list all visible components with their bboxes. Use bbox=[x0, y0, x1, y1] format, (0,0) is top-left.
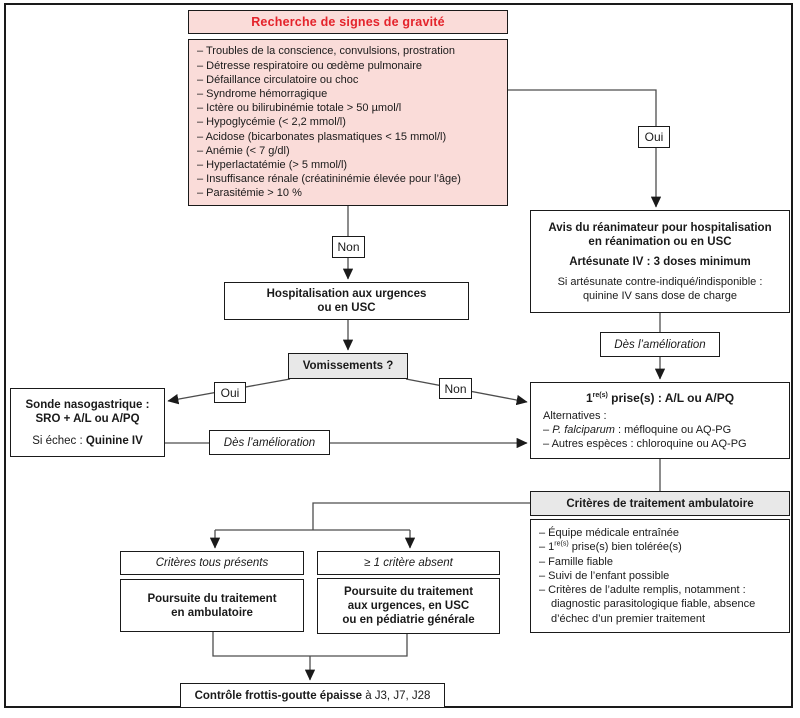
smear-control-box: Contrôle frottis-goutte épaisse à J3, J7… bbox=[180, 683, 445, 708]
sign-item: – Hypoglycémie (< 2,2 mmol/l) bbox=[197, 116, 346, 129]
reanimation-line2: en réanimation ou en USC bbox=[588, 235, 732, 248]
label-oui-vomiting: Oui bbox=[214, 382, 246, 403]
label-oui-severity: Oui bbox=[638, 126, 670, 148]
criteria-item: – Équipe médicale entraînée bbox=[539, 526, 680, 539]
sign-item: – Acidose (bicarbonates plasmatiques < 1… bbox=[197, 130, 447, 143]
label-non-severity: Non bbox=[332, 236, 365, 258]
alternatives-label: Alternatives : bbox=[543, 409, 607, 422]
sign-item: – Anémie (< 7 g/dl) bbox=[197, 144, 290, 157]
improvement-label-right: Dès l’amélioration bbox=[600, 332, 720, 357]
vomiting-question-box: Vomissements ? bbox=[288, 353, 408, 379]
criteria-item: – Suivi de l’enfant possible bbox=[539, 569, 670, 582]
criteria-item: – 1re(s) prise(s) bien tolérée(s) bbox=[539, 540, 682, 554]
criteria-item-continuation: diagnostic parasitologique fiable, absen… bbox=[551, 598, 756, 611]
outpatient-criteria-list: – Équipe médicale entraînée – 1re(s) pri… bbox=[530, 519, 790, 633]
improvement-label-left: Dès l’amélioration bbox=[209, 430, 330, 455]
reanimation-line3: Artésunate IV : 3 doses minimum bbox=[569, 255, 751, 268]
reanimation-line4: Si artésunate contre-indiqué/indisponibl… bbox=[557, 275, 763, 288]
sonde-failure-line: Si échec : Quinine IV bbox=[32, 434, 143, 447]
reanimation-box: Avis du réanimateur pour hospitalisation… bbox=[530, 210, 790, 313]
smear-control-text: Contrôle frottis-goutte épaisse à J3, J7… bbox=[194, 689, 431, 702]
reanimation-line1: Avis du réanimateur pour hospitalisation bbox=[548, 221, 772, 234]
sign-item: – Parasitémie > 10 % bbox=[197, 187, 302, 200]
criteria-item-continuation: d’échec d’un premier traitement bbox=[551, 612, 706, 625]
severity-title: Recherche de signes de gravité bbox=[251, 15, 445, 29]
sign-item: – Hyperlactatémie (> 5 mmol/l) bbox=[197, 159, 348, 172]
first-dose-box: 1re(s) prise(s) : A/L ou A/PQ Alternativ… bbox=[530, 382, 790, 459]
sign-item: – Défaillance circulatoire ou choc bbox=[197, 73, 359, 86]
reanimation-line5: quinine IV sans dose de charge bbox=[582, 289, 738, 302]
nasogastric-tube-box: Sonde nasogastrique : SRO + A/L ou A/PQ … bbox=[10, 388, 165, 457]
label-non-vomiting: Non bbox=[439, 378, 472, 399]
criterion-absent-box: ≥ 1 critère absent bbox=[317, 551, 500, 575]
emergency-hospitalization-box: Hospitalisation aux urgences ou en USC bbox=[224, 282, 469, 320]
sign-item: – Syndrome hémorragique bbox=[197, 88, 328, 100]
sign-item: – Ictère ou bilirubinémie totale > 50 µm… bbox=[197, 102, 402, 115]
severity-signs-box: – Troubles de la conscience, convulsions… bbox=[188, 39, 508, 206]
sign-item: – Troubles de la conscience, convulsions… bbox=[197, 45, 456, 58]
outpatient-criteria-header: Critères de traitement ambulatoire bbox=[530, 491, 790, 516]
sign-item: – Insuffisance rénale (créatininémie éle… bbox=[197, 173, 461, 186]
sign-item: – Détresse respiratoire ou œdème pulmona… bbox=[197, 59, 422, 72]
alternative-other-species: – Autres espèces : chloroquine ou AQ-PG bbox=[543, 437, 747, 450]
criteria-item: – Critères de l’adulte remplis, notammen… bbox=[539, 584, 746, 597]
continue-hospital-box: Poursuite du traitement aux urgences, en… bbox=[317, 578, 500, 634]
continue-outpatient-box: Poursuite du traitement en ambulatoire bbox=[120, 579, 304, 632]
first-dose-title: 1re(s) prise(s) : A/L ou A/PQ bbox=[585, 390, 735, 405]
criteria-item: – Famille fiable bbox=[539, 555, 613, 568]
severity-title-box: Recherche de signes de gravité bbox=[188, 10, 508, 34]
all-criteria-present-box: Critères tous présents bbox=[120, 551, 304, 575]
alternative-falciparum: – P. falciparum : méfloquine ou AQ-PG bbox=[543, 423, 732, 436]
